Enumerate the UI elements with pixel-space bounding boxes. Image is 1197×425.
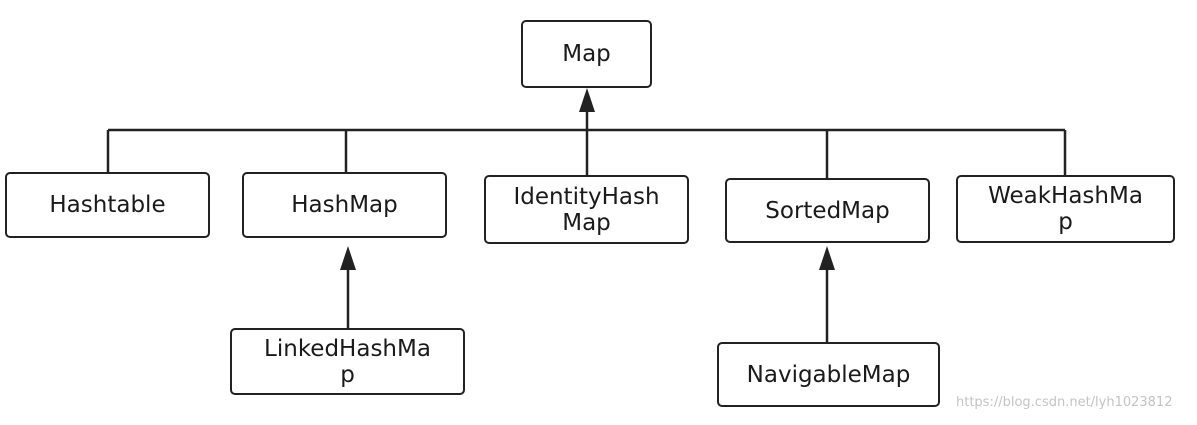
navigablemap-label: NavigableMap [746, 361, 911, 388]
watermark-text: https://blog.csdn.net/lyh1023812 [956, 395, 1173, 410]
map-label: Map [562, 41, 611, 67]
hashmap-label: HashMap [291, 192, 398, 218]
hashmap-node: HashMap [242, 172, 447, 238]
sortedmap-node: SortedMap [725, 178, 930, 243]
navigablemap-node: NavigableMap [717, 342, 940, 407]
arrowhead-sortedmap [819, 246, 835, 270]
linkedhashmap-label: LinkedHashMa p [264, 335, 431, 388]
identityhashmap-node: IdentityHash Map [484, 175, 689, 244]
hashtable-label: Hashtable [49, 192, 166, 218]
arrowhead-map [579, 88, 595, 112]
weakhashmap-label: WeakHashMa p [988, 183, 1143, 235]
weakhashmap-node: WeakHashMa p [956, 175, 1175, 243]
hashtable-node: Hashtable [5, 172, 210, 238]
sortedmap-label: SortedMap [765, 197, 890, 224]
identityhashmap-label: IdentityHash Map [513, 183, 660, 236]
map-node: Map [521, 20, 652, 88]
linkedhashmap-node: LinkedHashMa p [230, 328, 465, 395]
arrowhead-hashmap [340, 246, 356, 270]
